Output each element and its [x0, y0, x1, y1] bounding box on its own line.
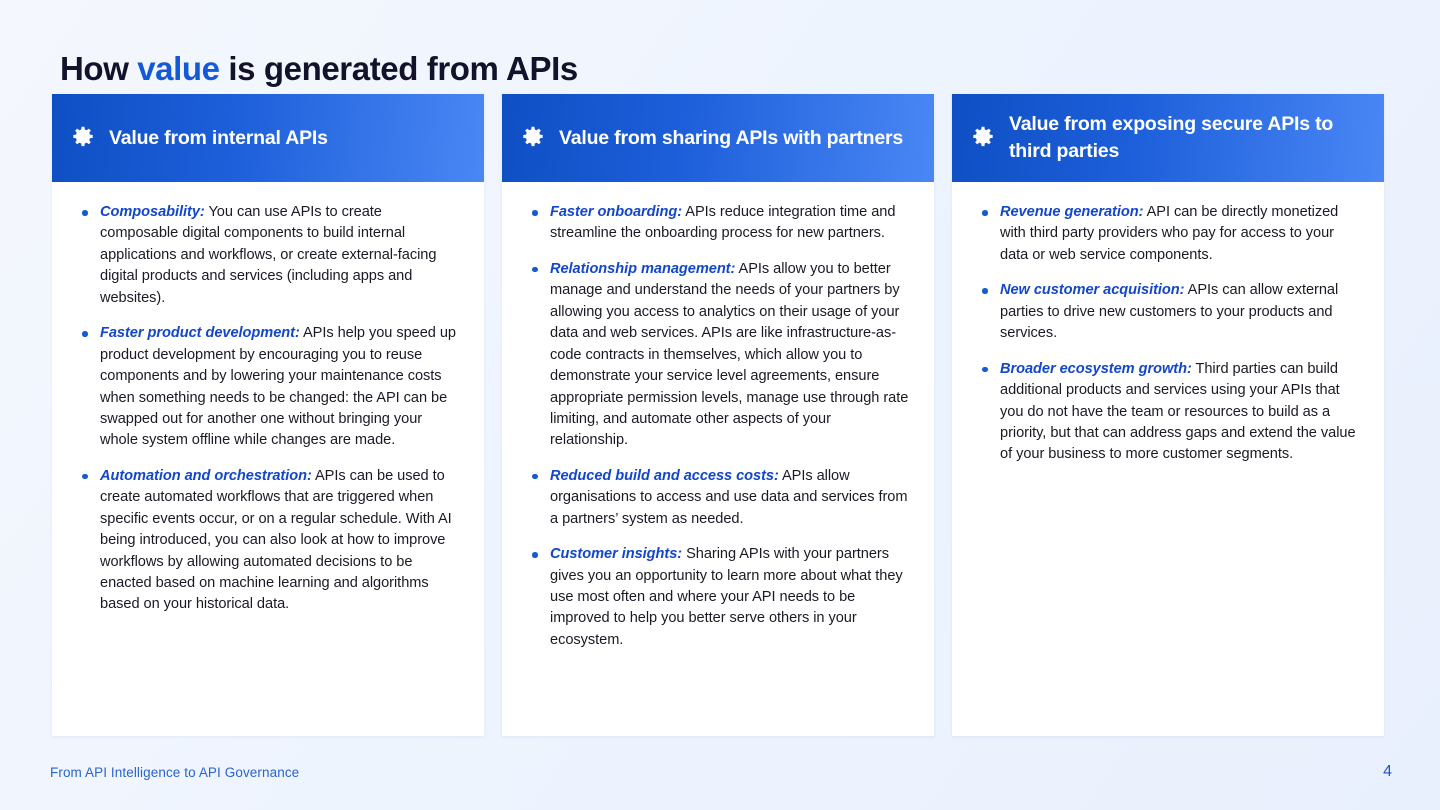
card-header: Value from internal APIs: [52, 94, 484, 182]
bullet-text: APIs reduce integration time and streaml…: [550, 204, 896, 242]
list-item: Customer insights: Sharing APIs with you…: [526, 544, 912, 651]
gear-icon: [970, 125, 996, 151]
card-body: Faster onboarding: APIs reduce integrati…: [502, 182, 934, 736]
card-body: Revenue generation: API can be directly …: [952, 182, 1384, 736]
list-item: Reduced build and access costs: APIs all…: [526, 466, 912, 530]
list-item: Relationship management: APIs allow you …: [526, 259, 912, 452]
list-item: Broader ecosystem growth: Third parties …: [976, 359, 1362, 466]
bullet-text: APIs allow you to better manage and unde…: [550, 260, 909, 449]
bullet-lead: Composability:: [100, 204, 205, 220]
bullet-lead: Faster onboarding:: [550, 204, 683, 220]
list-item: Composability: You can use APIs to creat…: [76, 202, 462, 309]
bullet-lead: Relationship management:: [550, 260, 736, 277]
gear-icon: [520, 125, 546, 151]
bullet-list: Faster onboarding: APIs reduce integrati…: [526, 202, 912, 651]
list-item: Revenue generation: API can be directly …: [976, 202, 1362, 266]
page-title-part2: is generated from APIs: [219, 50, 578, 88]
page-number: 4: [1383, 763, 1392, 780]
list-item: Automation and orchestration: APIs can b…: [76, 466, 462, 616]
list-item: Faster product development: APIs help yo…: [76, 323, 462, 452]
bullet-list: Revenue generation: API can be directly …: [976, 202, 1362, 466]
bullet-lead: Customer insights:: [550, 546, 683, 563]
list-item: New customer acquisition: APIs can allow…: [976, 280, 1362, 344]
bullet-list: Composability: You can use APIs to creat…: [76, 202, 462, 616]
card-title: Value from internal APIs: [109, 126, 328, 149]
bullet-text: APIs can allow external parties to drive…: [1000, 282, 1339, 342]
bullet-text: APIs help you speed up product developme…: [100, 325, 457, 449]
page-title-part1: How: [60, 50, 138, 88]
card-header: Value from sharing APIs with partners: [502, 94, 934, 182]
card-body: Composability: You can use APIs to creat…: [52, 182, 484, 736]
bullet-lead: New customer acquisition:: [1000, 282, 1185, 299]
bullet-lead: Revenue generation:: [1000, 204, 1144, 220]
bullet-lead: Broader ecosystem growth:: [1000, 360, 1192, 377]
card-title: Value from exposing secure APIs to third…: [1009, 113, 1334, 162]
bullet-lead: Reduced build and access costs:: [550, 467, 779, 484]
page-title-accent: value: [137, 50, 220, 88]
bullet-text: Third parties can build additional produ…: [1000, 360, 1356, 463]
footer-label: From API Intelligence to API Governance: [50, 765, 300, 780]
bullet-text: You can use APIs to create composable di…: [100, 204, 437, 306]
value-card: Value from exposing secure APIs to third…: [952, 94, 1384, 736]
bullet-lead: Faster product development:: [100, 325, 300, 342]
bullet-lead: Automation and orchestration:: [100, 467, 312, 484]
list-item: Faster onboarding: APIs reduce integrati…: [526, 202, 912, 245]
card-header: Value from exposing secure APIs to third…: [952, 94, 1384, 182]
card-title: Value from sharing APIs with partners: [559, 126, 904, 149]
bullet-text: Sharing APIs with your partners gives yo…: [550, 546, 903, 648]
bullet-text: API can be directly monetized with third…: [1000, 204, 1339, 263]
bullet-text: APIs allow organisations to access and u…: [550, 467, 908, 527]
gear-icon: [70, 125, 96, 151]
bullet-text: APIs can be used to create automated wor…: [100, 467, 452, 613]
page-title: How value is generated from APIs: [60, 50, 578, 88]
